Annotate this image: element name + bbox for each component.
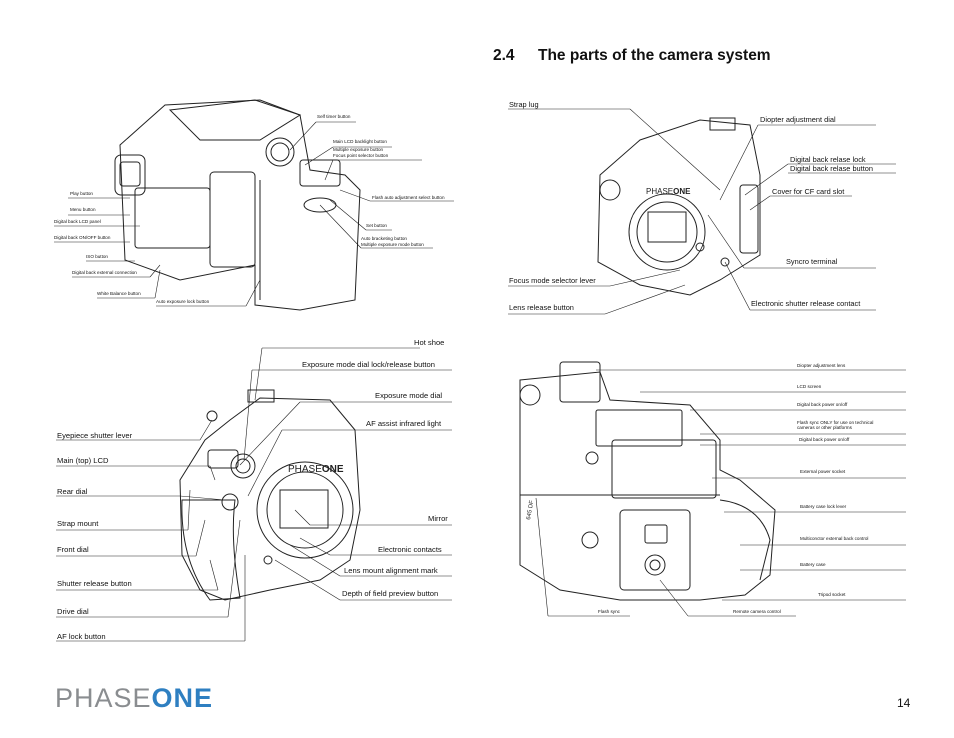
rear-view-model-mark: 645 DF [526, 500, 535, 521]
label-focus-point-selector-button: Focus point selector button [333, 153, 389, 158]
page-number: 14 [897, 696, 911, 710]
label-rear-dial: Rear dial [57, 487, 88, 496]
label-battery-case-lock-lever: Battery case lock lever [800, 504, 847, 509]
label-flash-sync-technical-line-2: cameras or other platforms [797, 425, 852, 431]
label-flash-auto-adjustment-select-button: Flash auto adjustment select button [372, 195, 445, 200]
logo-phase-text: PHASE [55, 683, 152, 713]
label-remote-camera-control: Remote camera control [733, 609, 781, 614]
label-diopter-adjustment-lens: Diopter adjustment lens [797, 363, 846, 368]
label-af-lock-button: AF lock button [57, 632, 106, 641]
label-multiple-exposure-mode-button: Multiple exposure mode button [361, 242, 424, 247]
label-digital-back-lcd-panel: Digital back LCD panel [54, 219, 101, 224]
label-diopter-adjustment-dial: Diopter adjustment dial [760, 115, 836, 124]
label-main-top-lcd: Main (top) LCD [57, 456, 109, 465]
label-multiconnector-external-back-control: Multiconctor external back control [800, 536, 869, 541]
label-multiple-exposure-button: Multiple exposure button [333, 147, 384, 152]
label-strap-lug: Strap lug [509, 100, 539, 109]
label-depth-of-field-preview-button: Depth of field preview button [342, 589, 439, 598]
front-left-view-brand-mark: PHASEONE [288, 464, 344, 475]
label-digital-back-on-off-button: Digital back ON/OFF button [54, 235, 111, 240]
label-focus-mode-selector-lever: Focus mode selector lever [509, 276, 596, 285]
camera-back-view-drawing [114, 99, 361, 311]
label-front-dial: Front dial [57, 545, 89, 554]
label-eyepiece-shutter-lever: Eyepiece shutter lever [57, 431, 133, 440]
label-exposure-mode-dial-lock-release-button: Exposure mode dial lock/release button [302, 360, 435, 369]
label-syncro-terminal: Syncro terminal [786, 257, 838, 266]
label-tripod-socket: Tripod socket [818, 592, 846, 597]
front-view-brand-mark: PHASEONE [646, 187, 691, 196]
camera-front-left-view-drawing [179, 389, 361, 601]
section-heading: 2.4 The parts of the camera system [493, 47, 771, 65]
label-lcd-screen: LCD screen [797, 384, 822, 389]
label-external-power-socket: External power socket [800, 469, 846, 474]
label-play-button: Play button [70, 191, 93, 196]
label-af-assist-infrared-light: AF assist infrared light [366, 419, 442, 428]
camera-front-view-drawing [597, 117, 761, 296]
phase-one-logo: PHASEONE [55, 683, 213, 714]
camera-rear-view-drawing [519, 361, 776, 601]
label-auto-exposure-lock-button: Auto exposure lock button [156, 299, 210, 304]
label-electronic-contacts: Electronic contacts [378, 545, 442, 554]
label-digital-back-power-on-off-2: Digital back power on/off [799, 437, 850, 442]
label-digital-back-power-on-off-1: Digital back power on/off [797, 402, 848, 407]
label-cover-for-cf-card-slot: Cover for CF card slot [772, 187, 845, 196]
label-digital-back-release-button: Digital back relase button [790, 164, 873, 173]
label-battery-case: Battery case [800, 562, 826, 567]
label-menu-button: Menu button [70, 207, 96, 212]
label-white-balance-button: White Balance button [97, 291, 141, 296]
section-number: 2.4 [493, 47, 515, 64]
label-drive-dial: Drive dial [57, 607, 89, 616]
section-title: The parts of the camera system [538, 47, 771, 64]
label-lens-mount-alignment-mark: Lens mount alignment mark [344, 566, 438, 575]
logo-one-text: ONE [151, 683, 214, 713]
label-set-button: Set button [366, 223, 387, 228]
label-digital-back-external-connection: Digital back external connection [72, 270, 137, 275]
label-auto-bracketing-button: Auto bracketing button [361, 236, 407, 241]
label-self-timer-button: Self timer button [317, 114, 351, 119]
label-hot-shoe: Hot shoe [414, 338, 445, 347]
label-digital-back-release-lock: Digital back relase lock [790, 155, 866, 164]
label-flash-sync-technical-line-1: Flash sync ONLY for use on technical [797, 420, 874, 425]
label-flash-sync: Flash sync [598, 609, 620, 614]
label-strap-mount: Strap mount [57, 519, 99, 528]
label-lens-release-button: Lens release button [509, 303, 574, 312]
label-main-lcd-backlight-button: Main LCD backlight button [333, 139, 387, 144]
label-mirror: Mirror [428, 514, 448, 523]
label-exposure-mode-dial: Exposure mode dial [375, 391, 443, 400]
label-shutter-release-button: Shutter release button [57, 579, 132, 588]
label-electronic-shutter-release-contact: Electronic shutter release contact [751, 299, 861, 308]
label-iso-button: ISO button [86, 254, 108, 259]
